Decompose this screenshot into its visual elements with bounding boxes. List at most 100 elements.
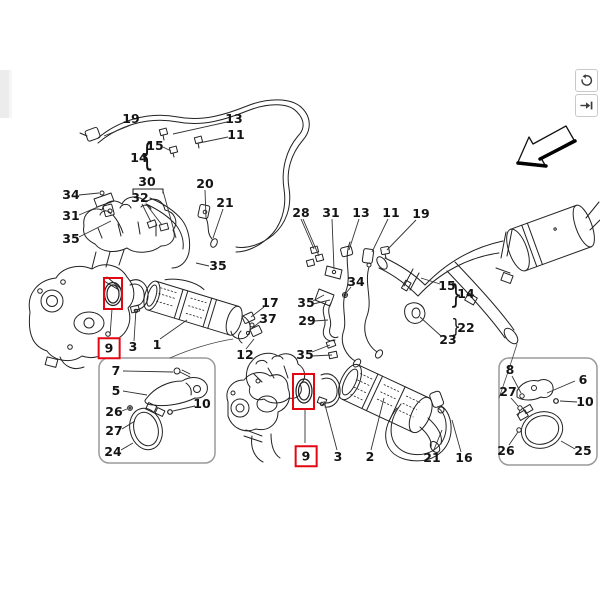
leader-line [78, 205, 101, 216]
leader-line [250, 306, 265, 318]
leader-line [300, 218, 315, 250]
window-edge-artifact-light [9, 70, 12, 118]
turbocharger-2 [226, 372, 291, 463]
callout-27: 27 [499, 383, 517, 399]
leader-line [302, 218, 320, 257]
callout-11: 11 [227, 126, 245, 142]
leader-line [511, 375, 522, 394]
leader-line [419, 316, 442, 337]
callout-brace: } [451, 314, 461, 339]
callout-20: 20 [196, 175, 214, 191]
rotate-ccw-icon [581, 74, 593, 86]
callout-14: 14 [130, 149, 148, 165]
leader-line [311, 354, 333, 357]
highlight-box-part-9 [292, 373, 315, 410]
callout-brace: } [449, 277, 463, 311]
leader-line [432, 429, 443, 453]
leader-line [172, 121, 228, 135]
callout-26: 26 [105, 403, 123, 419]
leader-line [162, 146, 172, 152]
callout-10: 10 [193, 395, 211, 411]
callout-30: 30 [138, 173, 156, 189]
callout-35: 35 [297, 294, 315, 310]
callout-13: 13 [352, 204, 370, 220]
highlight-box-part-9 [103, 277, 123, 310]
leader-line [508, 431, 519, 446]
gasket-ring-2 [295, 378, 313, 404]
callout-21: 21 [216, 194, 234, 210]
leader-line [195, 262, 210, 267]
callout-16: 16 [455, 449, 473, 465]
callout-15: 15 [146, 137, 164, 153]
clamp-2 [316, 373, 341, 408]
leader-line [159, 319, 188, 340]
step-forward-button[interactable] [575, 94, 598, 117]
inset-right-link [498, 343, 518, 399]
callout-15: 15 [438, 277, 456, 293]
leader-line [121, 408, 128, 412]
callout-3: 3 [333, 448, 343, 464]
direction-arrow-icon [516, 125, 577, 168]
leader-line [245, 338, 255, 350]
clamp-1 [129, 279, 149, 314]
leader-line [122, 390, 148, 396]
callout-7: 7 [111, 362, 121, 378]
callout-17: 17 [261, 294, 279, 310]
callout-31: 31 [62, 207, 80, 223]
callout-2: 2 [365, 448, 375, 464]
callout-6: 6 [578, 371, 588, 387]
leader-line [204, 189, 207, 219]
callout-5: 5 [111, 382, 121, 398]
inset-left-link [169, 338, 234, 359]
callout-12: 12 [236, 346, 254, 362]
leader-line [121, 420, 136, 430]
leader-line [348, 218, 360, 251]
window-edge-artifact [0, 70, 9, 118]
callout-25: 25 [574, 442, 592, 458]
leader-line [559, 400, 578, 403]
leader-line [313, 319, 329, 322]
leader-line [312, 294, 325, 302]
callout-21: 21 [423, 449, 441, 465]
leader-line [546, 380, 576, 394]
reset-view-button[interactable] [575, 69, 598, 92]
leader-line [370, 397, 385, 451]
rear-exhaust-pipe [376, 201, 600, 345]
leader-line [145, 203, 163, 226]
callout-35: 35 [296, 346, 314, 362]
callout-23: 23 [439, 331, 457, 347]
callout-1: 1 [152, 336, 162, 352]
leader-line [78, 220, 112, 238]
callout-14: 14 [457, 285, 475, 301]
callout-35: 35 [209, 257, 227, 273]
leader-line [109, 308, 113, 337]
cat2-outlet [419, 417, 442, 453]
callout-26: 26 [497, 442, 515, 458]
leader-line [122, 370, 174, 373]
leader-line [371, 218, 389, 253]
callout-3: 3 [128, 338, 138, 354]
leader-line [311, 344, 331, 353]
leader-line [141, 203, 152, 223]
inset-box-right [498, 357, 598, 466]
leader-line [162, 190, 177, 239]
callout-32: 32 [131, 189, 149, 205]
leader-line [172, 405, 196, 412]
leader-line [120, 442, 134, 451]
leader-line [345, 286, 352, 294]
arrow-to-end-icon [580, 101, 593, 110]
leader-line [323, 400, 338, 451]
catalytic-converter-1 [143, 278, 251, 340]
leader-line [249, 320, 262, 331]
leader-line [212, 208, 224, 239]
inset-box-left [98, 357, 216, 464]
leader-line [386, 219, 417, 251]
mid-sensor-group [305, 241, 390, 368]
callout-24: 24 [104, 443, 122, 459]
leader-line [331, 218, 335, 270]
leader-line [510, 397, 519, 407]
leader-line [560, 440, 576, 450]
leader-line [103, 124, 132, 137]
callout-8: 8 [505, 361, 515, 377]
